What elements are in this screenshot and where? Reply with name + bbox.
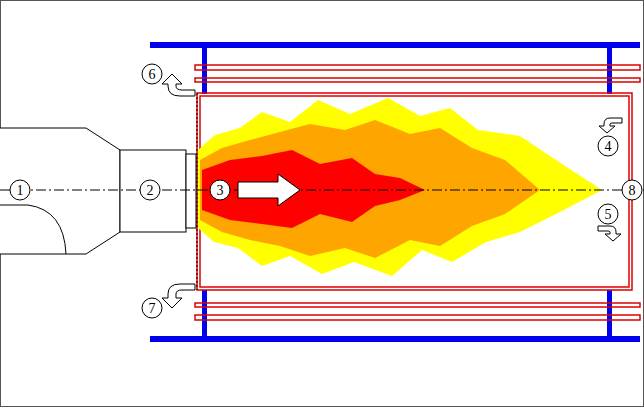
callout-number: 1 [17,184,24,198]
callout-number: 6 [149,68,156,82]
callout-number: 3 [217,184,224,198]
callout-number: 4 [605,140,612,154]
callout-number: 7 [149,302,156,316]
callout-number: 5 [605,208,612,222]
callout-number: 8 [629,184,636,198]
callout-number: 2 [147,184,154,198]
